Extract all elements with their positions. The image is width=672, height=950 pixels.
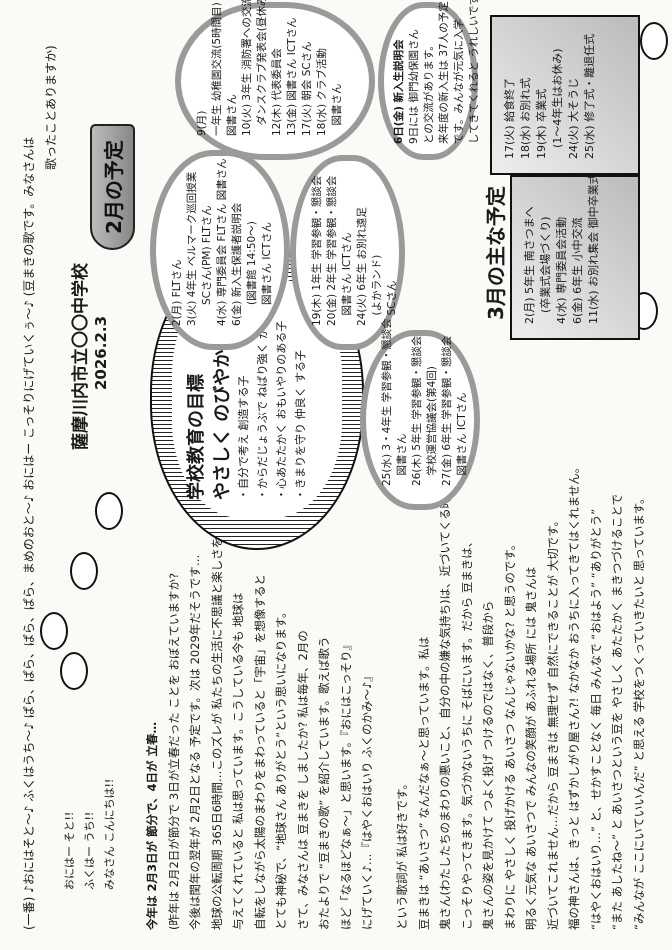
bean-icon xyxy=(40,612,68,650)
schedule-item: 4(水) 専門委員会活動 xyxy=(555,216,568,324)
body-line: 明るく元気な あいさつで みんなの笑顔が あふれる場所 には 鬼さんは xyxy=(524,566,538,930)
body-text-left: 今年は 2月3日が 節分で、4日が 立春… (昨年は 2月2日が節分で 3日が立… xyxy=(142,537,379,930)
schedule-item: 19(木) 卒業式 xyxy=(535,88,548,159)
new-students-note: 6日(金) 新入生説明会 9日には 御門幼保園さん との交流があります。 来年度… xyxy=(378,0,480,160)
bean-icon xyxy=(640,22,668,60)
schedule-item: SCさん xyxy=(386,280,398,326)
body-text-right: という歌詞が 私は好きです。 豆まきは “あいさつ” なんだなぁ～と思っています… xyxy=(392,462,650,930)
schedule-item: 4(水) 専門委員会 FLTさん 図書さん xyxy=(216,158,228,326)
feb-title: 2月の予定 xyxy=(90,124,135,250)
schedule-item: 24(火) 6年生 お別れ遠足 xyxy=(356,207,368,326)
body-line: (昨年は 2月2日が節分で 3日が立春だった ことを おぼえていますか? xyxy=(166,572,181,930)
note-line: との交流があります。 xyxy=(423,40,435,144)
march-schedule-front: 2(月) 5年生 南さつまへ (卒業式会場づくり) 4(水) 専門委員会活動 6… xyxy=(510,173,640,340)
body-line: まわりに やさしく 投げかける あいさつ なんじゃないかな? と思うのです。 xyxy=(502,538,517,930)
schedule-item: 11(水) お別れ集会 御中卒業式 xyxy=(587,173,600,324)
body-line: 今後は閏年の翌年が 2月2日となる 予定です。次は 2029年だそうです… xyxy=(188,554,202,930)
school-name: 薩摩川内市立〇〇中学校 xyxy=(71,263,91,450)
goal-item: ・心あたたかく おもいやりのある子 xyxy=(275,320,288,500)
body-line: おたよりで “豆まきの歌” を紹介しています。歌えば歌う xyxy=(317,636,331,931)
note-line: してきてくれると うれしいです。 xyxy=(468,0,480,144)
schedule-item: 18(水) クラブ活動 xyxy=(316,48,328,136)
body-line: とても神秘で、“地球さん ありがとう”という思いになります。 xyxy=(274,606,288,930)
schedule-item: 図書さん xyxy=(396,433,408,486)
body-line: “はやくおはいり…” と、せかすことなく 毎日 みんなで “おはよう” “ありが… xyxy=(588,508,603,930)
schedule-item: 図書さん ICTさん xyxy=(456,392,468,486)
schedule-item: 図書さん xyxy=(226,94,238,136)
body-line: 自転をしながら太陽のまわりをまわっていると「宇宙」を想像すると xyxy=(252,574,267,930)
schedule-item: 25(水) 3・4年生 学習参観・懇談会 xyxy=(381,318,393,486)
schedule-item: 24(火) 大そうじ xyxy=(567,77,580,159)
song-line: 歌ったことありますか) xyxy=(44,45,58,170)
bean-icon xyxy=(60,652,88,690)
schedule-item: (卒業式会場づくり) xyxy=(539,216,552,324)
schedule-item: 25(水) 修了式・離退任式 xyxy=(583,33,596,159)
schedule-item: 図書さん xyxy=(331,83,343,136)
feb-schedule-bubble: 2(月) FLTさん 3(火) 4年生 ベルマーク巡回授業 SCさん(PM) F… xyxy=(150,150,290,350)
schedule-item: 3(火) 4年生 ベルマーク巡回授業 xyxy=(186,171,198,326)
kid-shout-line: ふくはー うち!! xyxy=(83,811,96,890)
schedule-item: (図書館 14:50～) xyxy=(246,221,258,326)
note-line: 6日(金) 新入生説明会 xyxy=(393,39,405,144)
body-line: 近づいてこれません…だから 豆まきは 無理せず 自然にできることが 大切です。 xyxy=(545,514,560,930)
schedule-item: 学校運営協議会(第4回) xyxy=(426,366,438,486)
body-line: 豆まきは “あいさつ” なんだなぁ～と思っています。私は xyxy=(416,636,431,931)
body-line: 鬼さんの姿を見かけて つよく投げ つけるのではなく、普段から xyxy=(481,600,495,930)
schedule-item: 9(月) xyxy=(196,110,208,136)
schedule-item: 17(火) 朝会 SCさん xyxy=(301,41,313,136)
body-line: 与えてくれていると 私は思っています。こうしている今も 地球は xyxy=(231,592,245,930)
schedule-item: 図書さん ICTさん xyxy=(261,221,273,326)
schedule-item: 18(水) お別れ式 xyxy=(519,77,532,159)
schedule-item: 19(木) 1年生 学習参観・懇談会 xyxy=(311,175,323,326)
body-line: 今年は 2月3日が 節分で、4日が 立春… xyxy=(145,721,159,930)
schedule-item: 2(月) 5年生 南さつまへ xyxy=(523,206,536,324)
schedule-item: 2(月) FLTさん xyxy=(171,259,183,326)
feb-schedule-bubble: 9(月) 一年生 幼稚園交流(5時間目) 図書さん 10(火) 3年生 消防署へ… xyxy=(175,0,375,160)
schedule-item: 6(金) 新入生保護者説明会 xyxy=(231,202,243,326)
song-lyrics: (一番) ♪おにはそと～♪ ふくはうち～♪ ぱら、ぱら、ぱら、ぱら、まめのおと～… xyxy=(18,45,62,930)
bean-icon xyxy=(70,552,98,590)
note-line: です。みんなが元気に入学 xyxy=(453,19,465,144)
note-line: 9日には 御門幼保園さん xyxy=(408,28,420,144)
schedule-item: 図書さん ICTさん xyxy=(341,232,353,326)
body-line: “また あしたね～” と あいさつという豆を やさしく あたたかく まきつづける… xyxy=(610,494,624,930)
issue-date: 2026.2.3 xyxy=(92,315,110,390)
note-line: 来年度の新入生は 37人の予定 xyxy=(438,1,450,144)
schedule-item: 12(木) 代表委員会 xyxy=(271,48,283,136)
march-schedule-top: 17(火) 給食終了 18(水) お別れ式 19(木) 卒業式 (1～4年生はお… xyxy=(490,15,640,175)
bean-icon xyxy=(95,492,123,530)
body-line: ほど「なるほどなぁ～」と思います。『おにはこっそり』 xyxy=(338,638,353,930)
schedule-item: 27(金) 6年生 学習参観・懇談会 xyxy=(441,335,453,486)
schedule-item: (よかランド) xyxy=(371,254,383,326)
kid-shout-line: おにはー そと!! xyxy=(63,811,76,890)
body-line: という歌詞が 私は好きです。 xyxy=(395,777,409,930)
body-line: こっそりやってきます。気づかないうちに そばにいます。だから 豆まきは、 xyxy=(459,535,474,930)
schedule-item: 17(火) 給食終了 xyxy=(503,77,516,159)
body-line: にげていく♪…『はやくおはいり ふくのかみ～♪』 xyxy=(360,670,374,930)
schedule-item: SCさん(PM) FLTさん xyxy=(201,205,213,326)
body-line: 地球の公転周期 365日6時間…このズレが 私たちの生活に不思議と楽しさを xyxy=(209,536,224,930)
schedule-item: ダンスクラブ発表会(昼休み) xyxy=(256,0,268,136)
body-line: 福の神さんは、きっと はずかしがり屋さん?! なかなか おうちに入ってきてはくれ… xyxy=(567,461,581,930)
body-line: さて、みなさんは 豆まきを しましたか? 私は毎年、2月の xyxy=(295,630,310,930)
body-line: “みんなが ここにいていいんだ” と思える 学校をつくっていきたいと 思っていま… xyxy=(631,492,646,930)
schedule-item: (1～4年生はお休み) xyxy=(551,48,564,159)
kid-shout: おにはー そと!! ふくはー うち!! みなさん こんにちは!! xyxy=(60,779,120,890)
schedule-item: 一年生 幼稚園交流(5時間目) xyxy=(211,2,223,136)
feb-schedule-bubble: 25(水) 3・4年生 学習参観・懇談会 図書さん 26(木) 5年生 学習参観… xyxy=(360,318,480,510)
schedule-item: 26(木) 5年生 学習参観・懇談会 xyxy=(411,335,423,486)
march-title: 3月の主な予定 xyxy=(484,186,508,320)
body-line: 鬼さん(わたしたちのまわりの悪いこと、自分の中の嫌な気持ち)は、近づいてくる時も xyxy=(438,485,452,930)
schedule-item: 20(金) 2年生 学習参観・懇談会 xyxy=(326,175,338,326)
song-line: (一番) ♪おにはそと～♪ ふくはうち～♪ ぱら、ぱら、ぱら、ぱら、まめのおと～… xyxy=(22,136,36,930)
kid-shout-line: みなさん こんにちは!! xyxy=(103,778,116,890)
schedule-item: 13(金) 図書さん ICTさん xyxy=(286,17,298,136)
schedule-item: 6(金) 6年生 小中交流 xyxy=(571,217,584,324)
schedule-item: 10(火) 3年生 消防署への交流 xyxy=(241,0,253,136)
